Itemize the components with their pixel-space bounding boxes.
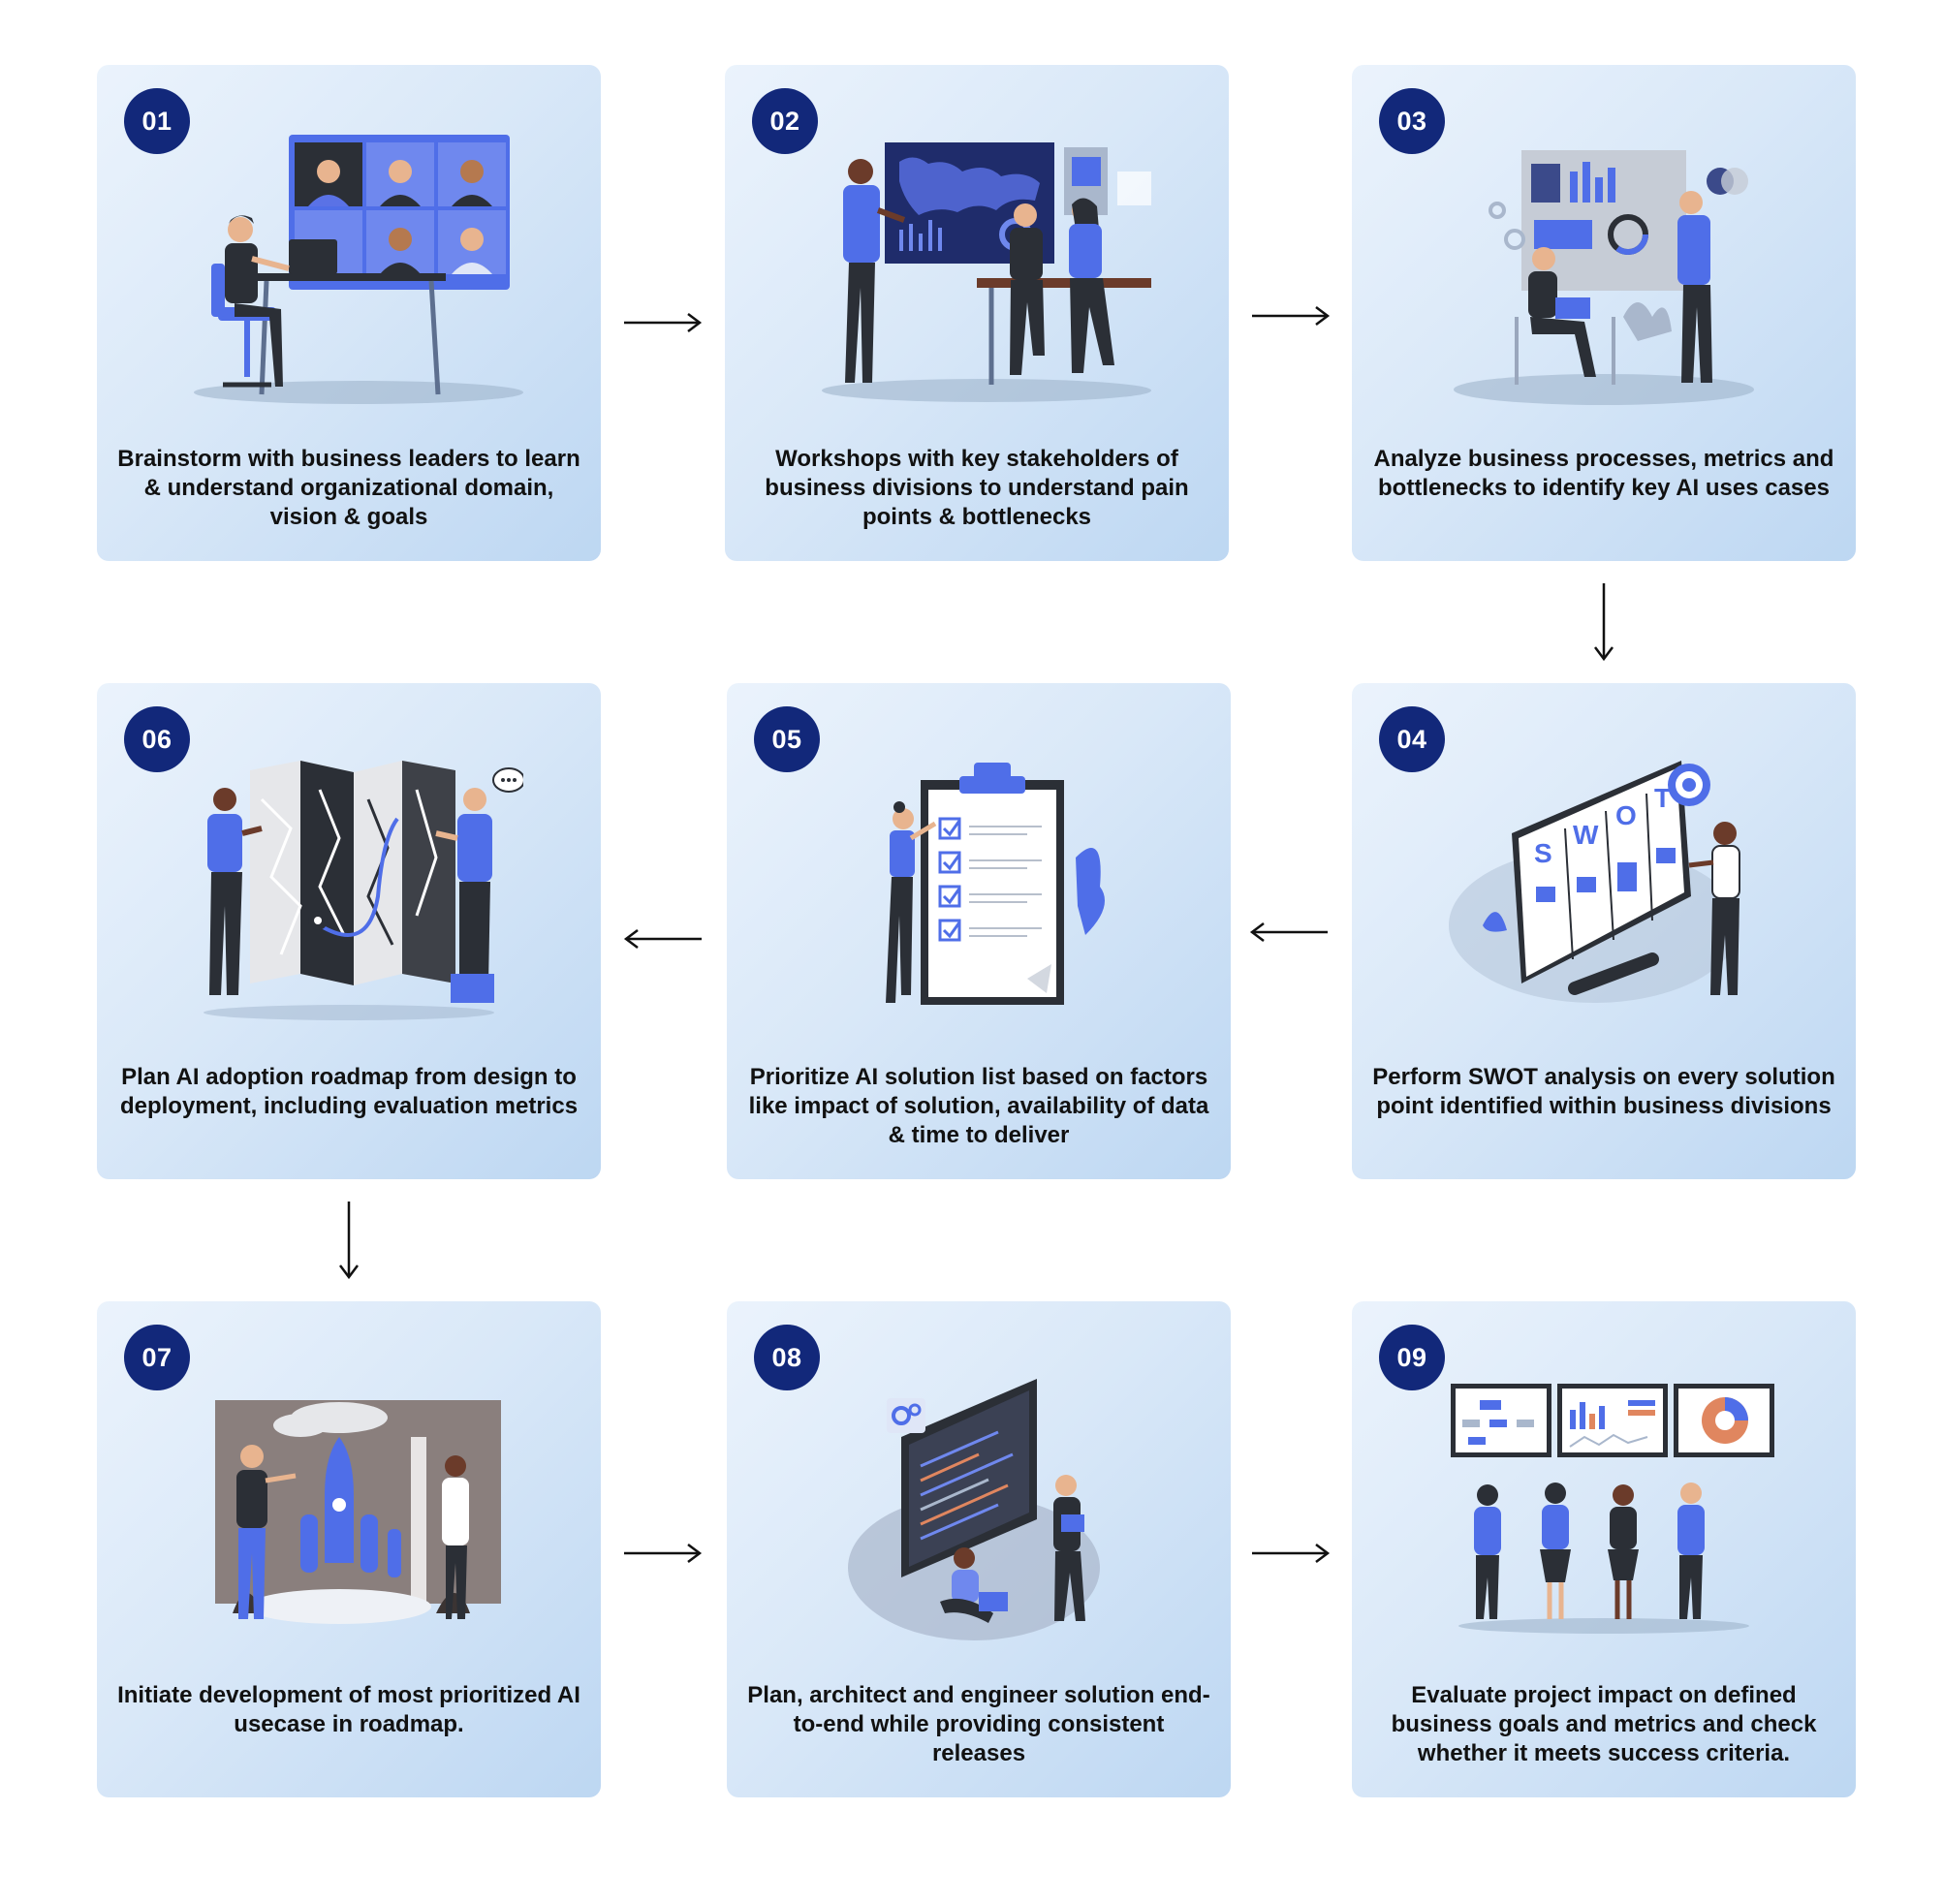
step-number-badge: 01 bbox=[124, 88, 190, 154]
step-card-07: 07 Initiate development of most prioriti… bbox=[97, 1301, 601, 1797]
arrow-left-icon bbox=[623, 929, 702, 949]
arrow-left-icon bbox=[1249, 922, 1328, 942]
step-card-04: 04 S W O T Perform SWOT analysis on ever… bbox=[1352, 683, 1856, 1179]
step-number-badge: 07 bbox=[124, 1325, 190, 1390]
step-description: Perform SWOT analysis on every solution … bbox=[1372, 1064, 1835, 1119]
checklist-illustration bbox=[886, 763, 1105, 1005]
swot-letter-w: W bbox=[1573, 820, 1599, 850]
step-description: Plan AI adoption roadmap from design to … bbox=[119, 1064, 579, 1119]
step-description: Analyze business processes, metrics and … bbox=[1373, 446, 1834, 501]
step-description: Initiate development of most prioritized… bbox=[117, 1682, 580, 1737]
arrow-down-icon bbox=[1594, 583, 1614, 662]
step-number-badge: 08 bbox=[754, 1325, 820, 1390]
step-card-06: 06 Plan AI adoption roadmap from design … bbox=[97, 683, 601, 1179]
arrow-down-icon bbox=[339, 1202, 359, 1280]
roadmap-map-illustration bbox=[204, 761, 523, 1020]
step-number-badge: 09 bbox=[1379, 1325, 1445, 1390]
step-card-09: 09 bbox=[1352, 1301, 1856, 1797]
arrow-right-icon bbox=[624, 1544, 703, 1563]
step-description: Brainstorm with business leaders to lear… bbox=[117, 446, 580, 530]
step-description: Prioritize AI solution list based on fac… bbox=[748, 1064, 1209, 1148]
arrow-right-icon bbox=[1252, 1544, 1331, 1563]
swot-letter-o: O bbox=[1615, 800, 1637, 830]
arrow-right-icon bbox=[624, 313, 703, 332]
rocket-launch-illustration bbox=[215, 1400, 501, 1624]
step-number-badge: 04 bbox=[1379, 706, 1445, 772]
step-card-02: 02 Workshops with key stakeholders of bu… bbox=[725, 65, 1229, 561]
software-engineering-illustration bbox=[848, 1379, 1100, 1640]
step-description: Plan, architect and engineer solution en… bbox=[747, 1682, 1210, 1766]
step-card-01: 01 Brainstorm with business leaders t bbox=[97, 65, 601, 561]
step-number-badge: 06 bbox=[124, 706, 190, 772]
step-card-03: 03 Analyze business processes, metrics a… bbox=[1352, 65, 1856, 561]
arrow-right-icon bbox=[1252, 306, 1331, 326]
step-description: Evaluate project impact on defined busin… bbox=[1391, 1682, 1817, 1766]
impact-evaluation-illustration bbox=[1451, 1384, 1774, 1634]
business-analysis-illustration bbox=[1454, 150, 1754, 405]
step-card-08: 08 Plan, architect and engineer solution… bbox=[727, 1301, 1231, 1797]
swot-analysis-illustration: S W O T bbox=[1449, 761, 1740, 1003]
video-conference-illustration bbox=[194, 135, 523, 404]
swot-letter-s: S bbox=[1534, 838, 1552, 868]
step-number-badge: 02 bbox=[752, 88, 818, 154]
step-description: Workshops with key stakeholders of busin… bbox=[765, 446, 1189, 530]
step-number-badge: 03 bbox=[1379, 88, 1445, 154]
step-number-badge: 05 bbox=[754, 706, 820, 772]
workshop-illustration bbox=[822, 142, 1151, 402]
step-card-05: 05 Prioritize AI solution list based on … bbox=[727, 683, 1231, 1179]
swot-letter-t: T bbox=[1654, 783, 1671, 813]
